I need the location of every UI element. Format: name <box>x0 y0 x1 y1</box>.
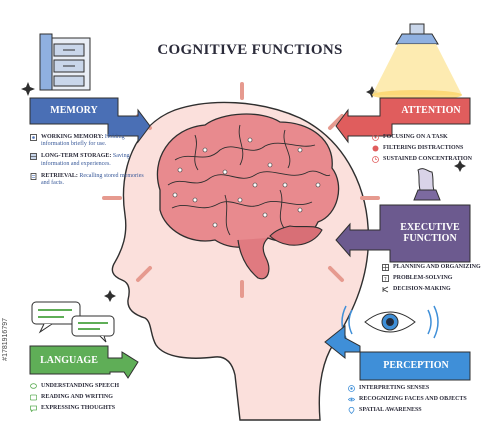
location-icon <box>348 407 355 415</box>
executive-arrow <box>335 204 471 263</box>
filter-icon <box>372 145 379 152</box>
list-item: RECOGNIZING FACES AND OBJECTS <box>348 396 498 403</box>
perception-list: INTERPRETING SENSES RECOGNIZING FACES AN… <box>348 385 498 419</box>
speech-icon <box>30 383 37 390</box>
list-item: RETRIEVAL: Recalling stored memories and… <box>30 173 150 187</box>
list-item-text: DECISION-MAKING <box>393 286 451 293</box>
chess-knight-icon <box>413 168 441 201</box>
executive-label-line2: FUNCTION <box>403 233 457 244</box>
brain-chip-icon <box>30 134 37 141</box>
executive-label: EXECUTIVE FUNCTION <box>390 222 470 244</box>
page-title: COGNITIVE FUNCTIONS <box>157 42 343 58</box>
list-item-text: PLANNING AND ORGANIZING <box>393 264 481 270</box>
memory-list: WORKING MEMORY: Holding information brie… <box>30 134 150 192</box>
list-item-text: PROBLEM-SOLVING <box>393 275 453 282</box>
list-item: READING AND WRITING <box>30 394 150 401</box>
svg-text:?: ? <box>384 277 387 282</box>
list-item: ? PROBLEM-SOLVING <box>382 275 497 282</box>
list-item-text: SUSTAINED CONCENTRATION <box>383 156 472 163</box>
storage-icon <box>30 153 37 161</box>
executive-list: PLANNING AND ORGANIZING ? PROBLEM-SOLVIN… <box>382 264 497 298</box>
perception-label: PERCEPTION <box>383 360 449 371</box>
list-item-text: READING AND WRITING <box>41 394 113 401</box>
spotlight-lamp-icon <box>372 23 462 100</box>
list-item-text: Recalling stored memories and facts. <box>41 172 144 187</box>
memory-label: MEMORY <box>50 105 98 116</box>
list-item-text: EXPRESSING THOUGHTS <box>41 405 116 412</box>
list-item-text: FOCUSING ON A TASK <box>383 134 448 140</box>
target-icon <box>372 134 379 141</box>
language-list: UNDERSTANDING SPEECH READING AND WRITING… <box>30 383 150 417</box>
list-item: PLANNING AND ORGANIZING <box>382 264 497 271</box>
list-item-text: Saving information and experiences. <box>41 153 130 167</box>
list-item: EXPRESSING THOUGHTS <box>30 405 150 413</box>
list-item: SUSTAINED CONCENTRATION <box>372 156 497 164</box>
clock-icon <box>372 156 379 164</box>
list-item-text: RECOGNIZING FACES AND OBJECTS <box>359 396 467 403</box>
abc-icon <box>30 394 37 401</box>
attention-arrow <box>335 97 471 144</box>
chat-bubbles-icon <box>31 301 115 343</box>
list-item-text: FILTERING DISTRACTIONS <box>383 145 464 152</box>
eye-icon <box>341 305 439 339</box>
list-item: INTERPRETING SENSES <box>348 385 498 392</box>
list-item: SPATIAL AWARENESS <box>348 407 498 415</box>
chat-icon <box>30 405 37 413</box>
memory-arrow <box>29 97 151 144</box>
brain-icon <box>156 113 340 280</box>
eye-icon <box>348 396 355 403</box>
language-label: LANGUAGE <box>40 355 98 366</box>
list-item-text: SPATIAL AWARENESS <box>359 407 422 414</box>
attention-list: FOCUSING ON A TASK FILTERING DISTRACTION… <box>372 134 497 168</box>
list-item: FOCUSING ON A TASK <box>372 134 497 141</box>
list-item: FILTERING DISTRACTIONS <box>372 145 497 152</box>
list-item-text: Holding information briefly for use. <box>41 134 125 148</box>
question-icon: ? <box>382 275 389 282</box>
document-icon <box>30 172 37 180</box>
branch-icon <box>382 286 389 293</box>
sense-icon <box>348 385 355 392</box>
list-item: DECISION-MAKING <box>382 286 497 293</box>
list-item-bold: RETRIEVAL: <box>41 172 78 179</box>
attention-label: ATTENTION <box>401 105 461 116</box>
list-item: WORKING MEMORY: Holding information brie… <box>30 134 150 148</box>
executive-label-line1: EXECUTIVE <box>400 222 460 233</box>
list-item: UNDERSTANDING SPEECH <box>30 383 150 390</box>
list-item-text: INTERPRETING SENSES <box>359 385 430 391</box>
perception-arrow <box>324 324 471 381</box>
list-item-bold: LONG-TERM STORAGE: <box>41 153 112 160</box>
list-item-text: UNDERSTANDING SPEECH <box>41 383 120 389</box>
language-arrow <box>29 345 139 379</box>
grid-icon <box>382 264 389 271</box>
sparkle-decorations <box>21 82 466 302</box>
list-item: LONG-TERM STORAGE: Saving information an… <box>30 153 150 167</box>
list-item-bold: WORKING MEMORY: <box>41 134 104 140</box>
stock-id-watermark: #1781916797 <box>2 318 9 361</box>
file-cabinet-icon <box>39 33 91 91</box>
